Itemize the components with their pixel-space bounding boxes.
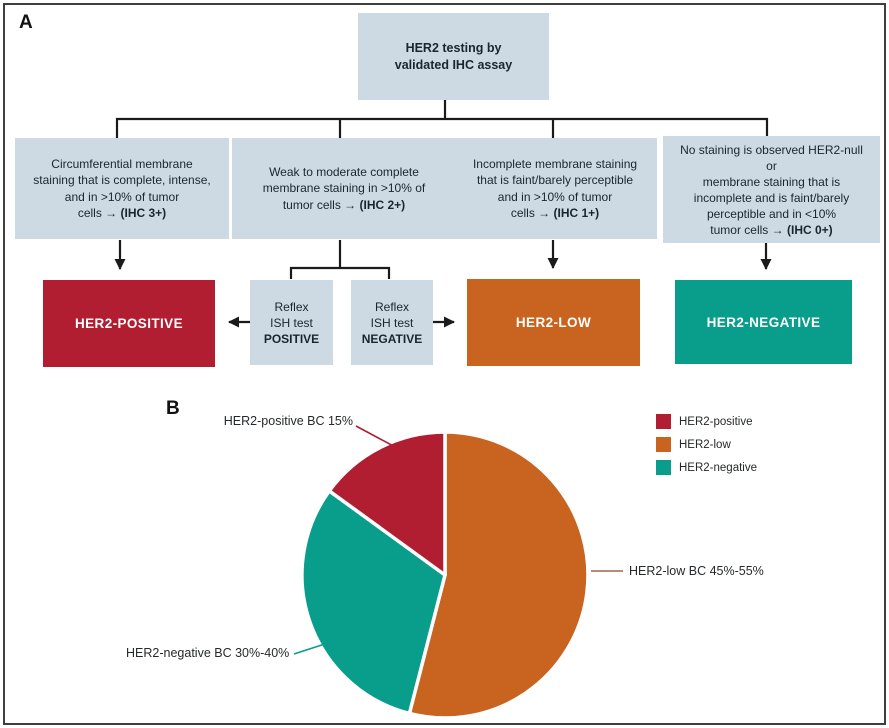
root-box-her2-testing: HER2 testing by validated IHC assay [358,13,549,100]
pie-legend: HER2-positive HER2-low HER2-negative [656,414,757,483]
pie-callout-low: HER2-low BC 45%-55% [629,564,764,578]
criteria-box-ihc1: Incomplete membrane staining that is fai… [453,138,657,239]
criteria-box-ihc3: Circumferential membrane staining that i… [15,138,229,239]
pie-callout-positive: HER2-positive BC 15% [223,414,353,428]
criteria-text-ihc1: Incomplete membrane staining that is fai… [473,156,637,222]
outcome-box-her2-positive: HER2-POSITIVE [43,280,215,367]
reflex-negative-result: NEGATIVE [361,331,423,346]
criteria-ihc3-grade: (IHC 3+) [120,206,167,220]
legend-swatch-negative-icon [656,460,671,475]
legend-swatch-low-icon [656,437,671,452]
criteria-ihc2-grade: (IHC 2+) [359,197,406,212]
reflex-positive-body: Reflex ISH test [270,299,313,330]
criteria-ihc1-grade: (IHC 1+) [553,206,600,220]
pie-callout-negative: HER2-negative BC 30%-40% [126,646,290,660]
outcome-box-her2-negative: HER2-NEGATIVE [675,280,852,364]
criteria-text-ihc0: No staining is observed HER2-null or mem… [680,142,863,238]
criteria-box-ihc2: Weak to moderate complete membrane stain… [232,138,456,239]
legend-label-low: HER2-low [679,438,731,451]
criteria-text-ihc2: Weak to moderate complete membrane stain… [263,164,425,214]
criteria-text-ihc3: Circumferential membrane staining that i… [33,156,210,222]
figure-border [3,3,886,725]
criteria-ihc0-grade: (IHC 0+) [786,222,833,237]
outcome-box-her2-low: HER2-LOW [467,279,640,366]
legend-label-positive: HER2-positive [679,415,753,428]
criteria-ihc1-body: Incomplete membrane staining that is fai… [472,156,638,221]
reflex-negative-body: Reflex ISH test [370,299,414,330]
legend-row-low: HER2-low [656,437,757,452]
panel-b-label: B [166,398,180,419]
legend-swatch-positive-icon [656,414,671,429]
criteria-box-ihc0: No staining is observed HER2-null or mem… [663,136,880,243]
reflex-positive-result: POSITIVE [263,331,320,346]
criteria-ihc2-body: Weak to moderate complete membrane stain… [262,164,426,212]
criteria-ihc3-body: Circumferential membrane staining that i… [33,156,211,221]
legend-row-positive: HER2-positive [656,414,757,429]
legend-row-negative: HER2-negative [656,460,757,475]
criteria-ihc0-body: No staining is observed HER2-null or mem… [680,142,863,237]
legend-label-negative: HER2-negative [679,461,757,474]
panel-a-label: A [19,12,33,33]
